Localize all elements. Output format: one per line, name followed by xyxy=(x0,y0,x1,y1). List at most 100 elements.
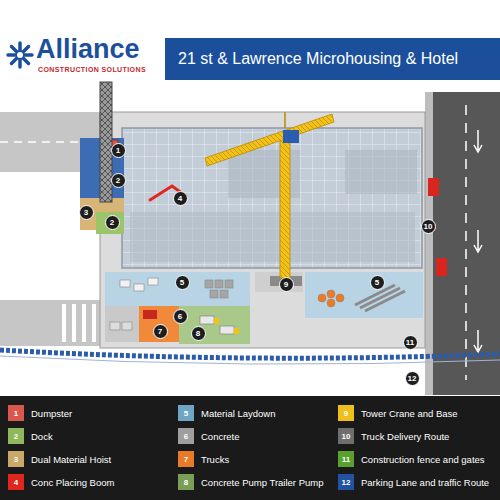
building-footprint-part xyxy=(122,128,422,268)
legend-swatch: 5 xyxy=(178,405,194,421)
materials-part xyxy=(110,322,120,330)
roads-part xyxy=(433,92,500,395)
legend-entry: 10 Truck Delivery Route xyxy=(338,427,449,445)
roads-part-part xyxy=(72,304,76,342)
materials-part xyxy=(318,294,326,302)
legend-number: 3 xyxy=(14,455,18,464)
materials-part xyxy=(205,280,213,288)
materials-part xyxy=(327,299,335,307)
laydown-zones-part xyxy=(105,272,250,306)
tower-crane-part xyxy=(284,112,286,128)
legend-swatch: 6 xyxy=(178,428,194,444)
tower-crane-part xyxy=(280,136,290,278)
roads-part xyxy=(425,92,433,395)
materials-part xyxy=(134,284,144,291)
legend-swatch: 9 xyxy=(338,405,354,421)
logo-icon xyxy=(8,43,32,67)
legend-entry: 3 Dual Material Hoist xyxy=(8,450,111,468)
callout-number: 12 xyxy=(405,371,420,386)
building-footprint xyxy=(122,128,422,268)
site-trucks-part xyxy=(428,178,439,196)
callout-number: 9 xyxy=(279,277,294,292)
laydown-zones-part xyxy=(305,272,423,318)
callout-number: 4 xyxy=(173,191,188,206)
legend-number: 10 xyxy=(342,432,351,441)
site-trucks-part xyxy=(200,316,214,324)
material-hoist xyxy=(100,82,112,202)
legend-text: Tower Crane and Base xyxy=(361,408,458,419)
roads xyxy=(0,92,500,395)
material-hoist-part xyxy=(100,82,112,202)
materials-part xyxy=(220,290,228,298)
legend-entry: 2 Dock xyxy=(8,427,53,445)
construction-fence-part xyxy=(0,350,500,358)
materials-part xyxy=(215,280,223,288)
legend-text: Conc Placing Boom xyxy=(31,477,114,488)
laydown-zones-part xyxy=(139,306,179,342)
legend-number: 9 xyxy=(344,409,348,418)
logo-icon-part xyxy=(8,43,32,67)
callout-number: 2 xyxy=(111,173,126,188)
materials xyxy=(110,278,405,330)
roads-part xyxy=(62,304,96,342)
materials-part xyxy=(327,290,335,298)
legend-swatch: 10 xyxy=(338,428,354,444)
materials-part xyxy=(148,278,158,285)
legend-number: 7 xyxy=(184,455,188,464)
page-title: 21 st & Lawrence Microhousing & Hotel xyxy=(178,38,458,80)
legend-number: 8 xyxy=(184,478,188,487)
dock-area-part xyxy=(96,212,124,234)
callout-number: 10 xyxy=(421,219,436,234)
legend-text: Material Laydown xyxy=(201,408,275,419)
site-trucks-part xyxy=(214,318,219,324)
legend-swatch: 7 xyxy=(178,451,194,467)
roads-part xyxy=(0,300,105,346)
site-trucks-part xyxy=(436,258,447,276)
legend-number: 2 xyxy=(14,432,18,441)
logo-tagline: CONSTRUCTION SOLUTIONS xyxy=(38,66,146,73)
legend-text: Concrete xyxy=(201,431,240,442)
legend-number: 6 xyxy=(184,432,188,441)
materials-part xyxy=(122,322,132,330)
roads-part-part xyxy=(82,304,86,342)
legend-text: Concrete Pump Trailer Pump xyxy=(201,477,324,488)
site-trucks-part xyxy=(143,310,157,319)
materials-part xyxy=(120,280,130,287)
legend-entry: 8 Concrete Pump Trailer Pump xyxy=(178,473,324,491)
callout-number: 8 xyxy=(191,326,206,341)
site-trucks-part xyxy=(234,328,239,334)
site-ground xyxy=(100,112,425,348)
legend-entry: 1Dumpster xyxy=(8,404,72,422)
roads-part-part xyxy=(62,304,66,342)
legend-text: Dock xyxy=(31,431,53,442)
legend-entry: 6 Concrete xyxy=(178,427,240,445)
title-banner xyxy=(165,38,500,80)
logo-icon-part xyxy=(17,52,23,58)
legend-swatch: 11 xyxy=(338,451,354,467)
legend-entry: 12Parking Lane and traffic Route xyxy=(338,473,489,491)
legend-entry: 5 Material Laydown xyxy=(178,404,275,422)
legend-text: Truck Delivery Route xyxy=(361,431,449,442)
legend-text: Trucks xyxy=(201,454,229,465)
laydown-zones-part xyxy=(255,272,303,292)
legend-text: Dual Material Hoist xyxy=(31,454,111,465)
legend-entry: 11Construction fence and gates xyxy=(338,450,485,468)
roads-part-part xyxy=(92,304,96,342)
building-footprint-part xyxy=(345,150,417,194)
laydown-zones-part xyxy=(105,306,139,342)
legend-entry: 4 Conc Placing Boom xyxy=(8,473,114,491)
legend-number: 11 xyxy=(342,455,350,464)
legend-entry: 7 Trucks xyxy=(178,450,229,468)
roads-part xyxy=(474,130,482,352)
callout-number: 3 xyxy=(79,205,94,220)
legend-swatch: 8 xyxy=(178,474,194,490)
construction-fence xyxy=(0,350,500,364)
legend-number: 1 xyxy=(14,409,18,418)
callout-number: 6 xyxy=(173,309,188,324)
legend-number: 4 xyxy=(14,478,18,487)
callout-number: 1 xyxy=(111,143,126,158)
materials-part xyxy=(210,290,218,298)
construction-fence-part xyxy=(0,356,500,364)
materials-part xyxy=(336,294,344,302)
